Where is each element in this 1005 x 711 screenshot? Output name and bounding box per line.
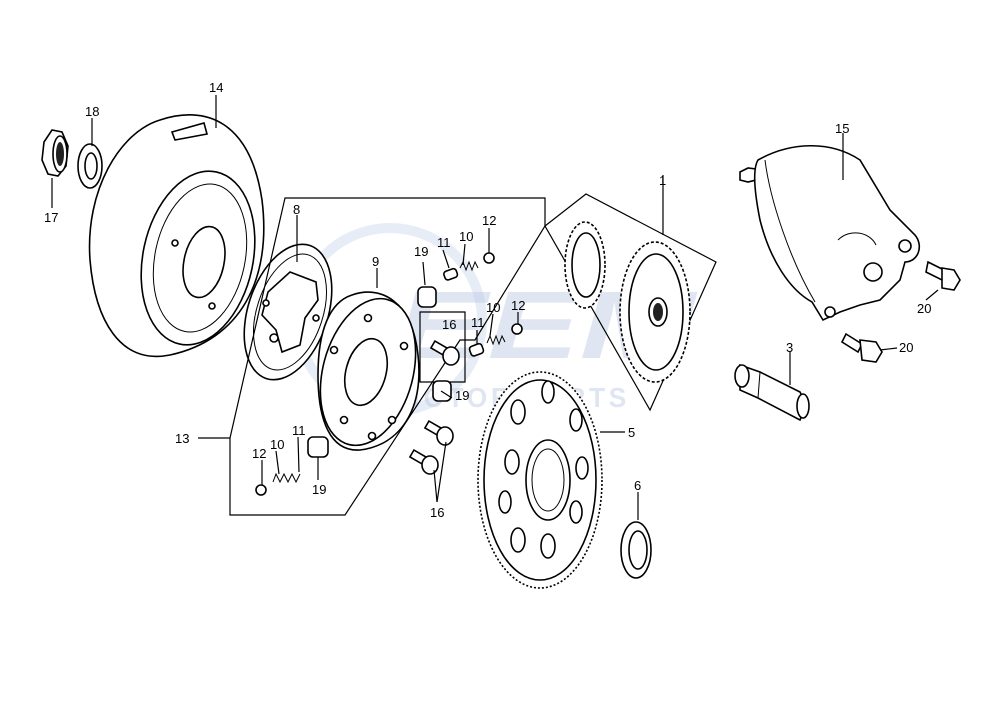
callout-5: 5 bbox=[628, 425, 635, 440]
callout-10c: 10 bbox=[270, 437, 284, 452]
part-9-clutch-body bbox=[317, 291, 420, 451]
callout-12b: 12 bbox=[511, 298, 525, 313]
callout-12c: 12 bbox=[252, 446, 266, 461]
callout-11c: 11 bbox=[292, 423, 306, 438]
callout-12a: 12 bbox=[482, 213, 496, 228]
part-5-ring-gear bbox=[477, 371, 603, 589]
callout-1: 1 bbox=[659, 173, 666, 188]
callout-labels: 14 18 17 8 9 19 11 10 12 16 11 10 12 19 … bbox=[44, 80, 931, 520]
callout-18: 18 bbox=[85, 104, 99, 119]
part-14-flywheel bbox=[88, 114, 265, 358]
callout-13: 13 bbox=[175, 431, 189, 446]
callout-11a: 11 bbox=[437, 235, 451, 250]
callout-6: 6 bbox=[634, 478, 641, 493]
part-15-starter-motor bbox=[739, 145, 921, 322]
callout-10b: 10 bbox=[486, 300, 500, 315]
part-3-shaft bbox=[734, 363, 810, 422]
callout-14: 14 bbox=[209, 80, 223, 95]
leader-lines bbox=[51, 95, 939, 520]
lower-roller-set bbox=[255, 436, 329, 496]
callout-11b: 11 bbox=[471, 315, 485, 330]
upper-roller-set bbox=[417, 252, 495, 308]
callout-15: 15 bbox=[835, 121, 849, 136]
callout-19c: 19 bbox=[312, 482, 326, 497]
bolts-16-lower bbox=[408, 419, 454, 475]
part-6-bearing bbox=[620, 521, 652, 579]
callout-3: 3 bbox=[786, 340, 793, 355]
part-18-washer bbox=[77, 143, 103, 189]
inner-box-16 bbox=[419, 311, 466, 383]
group-13-outline bbox=[229, 197, 546, 516]
callout-17: 17 bbox=[44, 210, 58, 225]
callout-9: 9 bbox=[372, 254, 379, 269]
callout-20b: 20 bbox=[899, 340, 913, 355]
callout-8: 8 bbox=[293, 202, 300, 217]
bolt-20-lower bbox=[840, 332, 883, 363]
callout-16b: 16 bbox=[430, 505, 444, 520]
group-1-outline bbox=[544, 193, 717, 412]
callout-16a: 16 bbox=[442, 317, 456, 332]
callout-19a: 19 bbox=[414, 244, 428, 259]
callout-10a: 10 bbox=[459, 229, 473, 244]
part-17-nut bbox=[41, 129, 69, 177]
bolt-20-upper bbox=[925, 260, 961, 291]
callout-19b: 19 bbox=[455, 388, 469, 403]
callout-20a: 20 bbox=[917, 301, 931, 316]
part-1-gear-assembly bbox=[564, 221, 691, 383]
bolt-16-inner bbox=[429, 339, 460, 366]
